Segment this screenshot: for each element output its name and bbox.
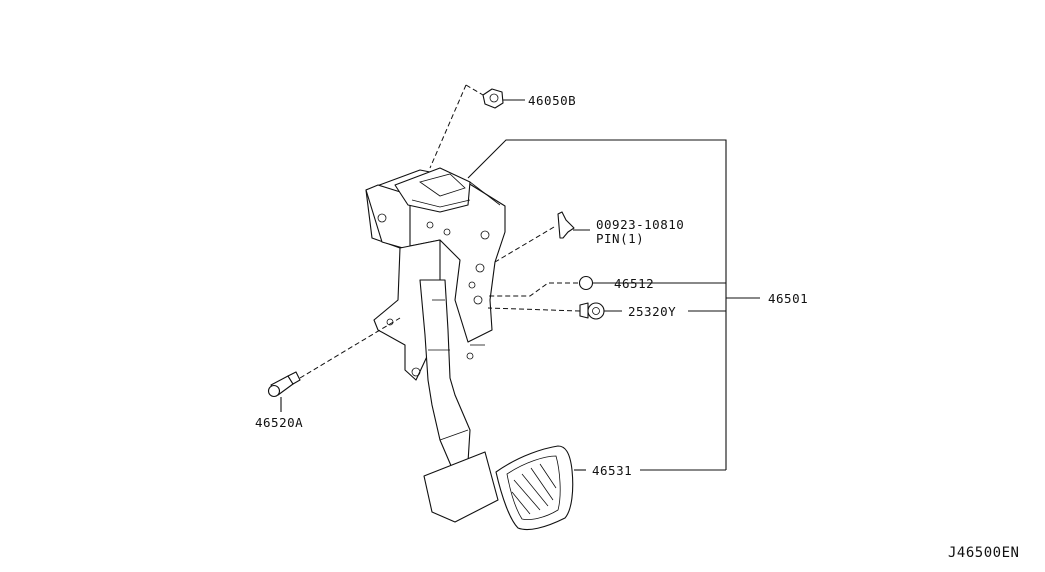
- pedal-arm: [419, 279, 499, 523]
- label-nut-46050b: 46050B: [528, 93, 576, 108]
- label-pin-description: PIN(1): [596, 231, 644, 246]
- nut-part: [482, 88, 504, 109]
- switch-part: [579, 302, 605, 320]
- label-pin-part-number: 00923-10810: [596, 217, 684, 232]
- label-switch-25320y: 25320Y: [628, 304, 676, 319]
- pedal-bracket: [365, 167, 506, 381]
- bolt-part: [267, 371, 301, 398]
- bushing-part: [578, 275, 594, 291]
- label-bushing-46512: 46512: [614, 276, 654, 291]
- drawing-code: J46500EN: [948, 545, 1019, 561]
- label-assembly-46501: 46501: [768, 291, 808, 306]
- label-pad-46531: 46531: [592, 463, 632, 478]
- leader-lines: [280, 99, 760, 471]
- label-bolt-46520a: 46520A: [255, 415, 303, 430]
- dashed-guides: [299, 84, 581, 379]
- pedal-pad: [495, 445, 574, 531]
- pin-part: [557, 211, 575, 239]
